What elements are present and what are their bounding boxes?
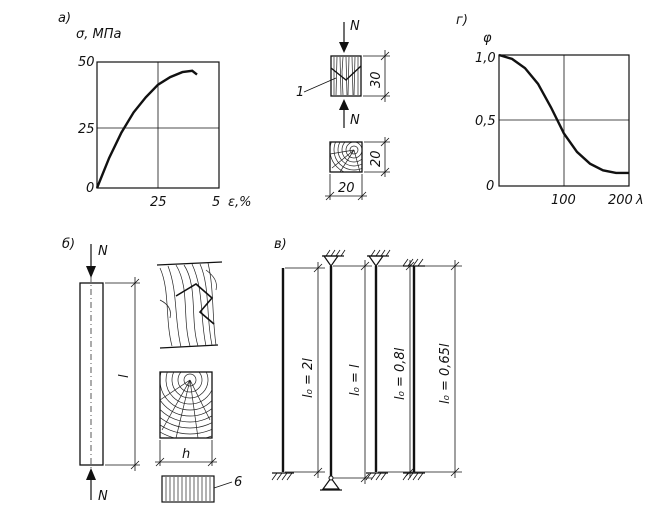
panel-b-section-rings [160,372,212,438]
panel-a-ytick-50: 50 [78,55,95,70]
column-1: l₀ = 2l [271,262,325,481]
panel-a-x-axis-label: ε,% [228,195,252,210]
panel-g-phi-lambda-curve [498,53,629,175]
specimen-section-rings [330,142,362,172]
panel-v-label: в) [274,237,287,252]
section-dim-tick-bottom [380,167,390,177]
column-2-bottom-hinge-icon [328,475,334,481]
panel-b-label: б) [62,237,75,252]
section-height-dimension: 20 [369,150,384,167]
column-1-support-hatch [271,472,293,481]
panel-b-dim-tick-bottom [130,460,140,470]
panel-b-h-tick-right [207,457,217,467]
panel-b-section-width-label: h [182,447,190,462]
column-3-top-pin-support [367,255,385,268]
column-1-dim-tick-bottom [313,467,323,477]
column-4-bottom-hatch [402,472,424,481]
panel-a-label: а) [58,11,71,26]
panel-g: г) φ 1,0 0,5 0 100 200 λ [456,13,644,208]
panel-g-xtick-100: 100 [551,193,576,208]
panel-b-h-tick-left [155,457,165,467]
column-2-top-pin-support [322,255,340,268]
column-3: l₀ = 0,8l [365,249,416,481]
panel-b-callout-number: 6 [234,475,242,490]
specimen-force-bottom-label: N [350,113,360,128]
specimen-dim-tick-bottom [380,91,390,101]
panel-b-column [79,282,104,466]
section-dim-tick-right [357,191,367,201]
column-1-dim-tick-top [313,263,323,273]
specimen-dim-tick-top [380,51,390,61]
panel-b-board-hatch [165,477,211,501]
column-3-dim-tick-bottom [405,467,415,477]
specimen-force-top-arrow-icon [339,42,349,53]
panel-g-label: г) [456,13,468,28]
panel-b-dim-tick-top [130,278,140,288]
panel-g-xtick-200: 200 [608,193,633,208]
column-4-dim-tick-top [450,261,460,271]
panel-b-force-bottom-label: N [98,489,108,504]
panel-g-y-axis-label: φ [483,31,492,46]
panel-v: в) l₀ = 2l l₀ = l [271,237,462,491]
column-2-dim-tick-top [360,261,370,271]
column-4-effective-length: l₀ = 0,65l [438,343,453,404]
column-2-effective-length: l₀ = l [348,364,363,396]
specimen-callout-number: 1 [296,85,304,100]
column-3-effective-length: l₀ = 0,8l [393,347,408,400]
column-2-bottom-pin-support [321,476,341,490]
column-2-top-hatch [325,249,346,257]
panel-g-ytick-05: 0,5 [475,114,496,129]
column-3-top-hatch [370,249,391,257]
section-width-dimension: 20 [338,181,355,196]
specimen-force-top-label: N [350,19,360,34]
panel-a-stress-strain-curve [95,69,198,189]
panel-g-ytick-0: 0 [486,179,494,194]
column-2-dim-tick-bottom [360,473,370,483]
panel-g-ytick-1: 1,0 [475,51,496,66]
panel-b-failure-sketch [156,261,223,349]
column-1-effective-length: l₀ = 2l [301,358,316,398]
panel-a: а) σ, МПа 50 25 0 25 5 ε,% [58,11,252,210]
panel-a-ytick-25: 25 [78,122,95,137]
specimen-group: N N 1 30 [296,19,390,201]
panel-a-ytick-0: 0 [86,181,94,196]
column-4: l₀ = 0,65l [402,258,462,481]
panel-b-callout-leader [213,481,233,489]
panel-a-xtick-25: 25 [150,195,167,210]
specimen-callout-leader [303,77,337,93]
column-4-dim-tick-bottom [450,467,460,477]
specimen-grain-texture [330,56,362,96]
section-dim-tick-left [325,191,335,201]
panel-b-force-top-label: N [98,244,108,259]
column-2: l₀ = l [320,249,372,491]
panel-a-y-axis-label: σ, МПа [76,27,121,42]
specimen-height-dimension: 30 [369,71,384,88]
section-dim-tick-top [380,137,390,147]
panel-b-force-top-arrow-icon [86,266,96,278]
panel-b-length-label: l [117,374,132,378]
panel-b: б) N N l [62,237,242,504]
panel-b-board [161,475,215,503]
panel-a-xtick-5: 5 [212,195,220,210]
panel-g-x-axis-label: λ [635,193,644,208]
column-4-top-hatch [402,258,424,267]
column-3-support-hatch [365,472,387,481]
